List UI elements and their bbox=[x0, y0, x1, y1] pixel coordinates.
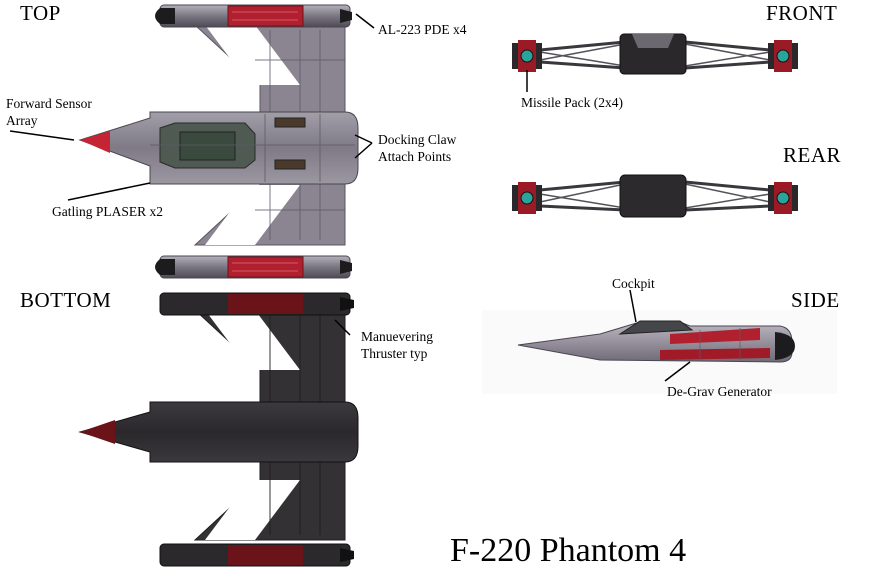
docking-claw-line1: Docking Claw bbox=[378, 132, 457, 147]
gatling-callout: Gatling PLASER x2 bbox=[52, 204, 164, 219]
forward-sensor-callout: Forward Sensor Array bbox=[6, 95, 92, 129]
bottom-view bbox=[78, 292, 359, 567]
forward-sensor-line2: Array bbox=[6, 113, 38, 128]
thruster-callout: Manuevering Thruster typ bbox=[361, 328, 433, 362]
front-view-title: FRONT bbox=[766, 1, 838, 25]
thruster-line2: Thruster typ bbox=[361, 346, 428, 361]
side-view bbox=[482, 310, 837, 394]
thruster-line1: Manuevering bbox=[361, 329, 433, 344]
callout-leader-lines bbox=[9, 13, 691, 382]
forward-sensor-line1: Forward Sensor bbox=[6, 96, 92, 111]
rear-view bbox=[512, 174, 798, 218]
degrav-callout: De-Grav Generator bbox=[667, 384, 772, 399]
docking-claw-callout: Docking Claw Attach Points bbox=[378, 131, 456, 165]
top-view bbox=[78, 4, 359, 279]
rear-view-title: REAR bbox=[783, 143, 842, 167]
cockpit-callout: Cockpit bbox=[612, 276, 655, 291]
top-view-title: TOP bbox=[20, 1, 61, 25]
bottom-view-title: BOTTOM bbox=[20, 288, 112, 312]
side-view-title: SIDE bbox=[791, 288, 840, 312]
docking-claw-line2: Attach Points bbox=[378, 149, 452, 164]
pde-callout: AL-223 PDE x4 bbox=[378, 22, 467, 37]
craft-title: F-220 Phantom 4 bbox=[450, 532, 687, 569]
missile-pack-callout: Missile Pack (2x4) bbox=[521, 95, 623, 110]
front-view bbox=[512, 33, 798, 75]
